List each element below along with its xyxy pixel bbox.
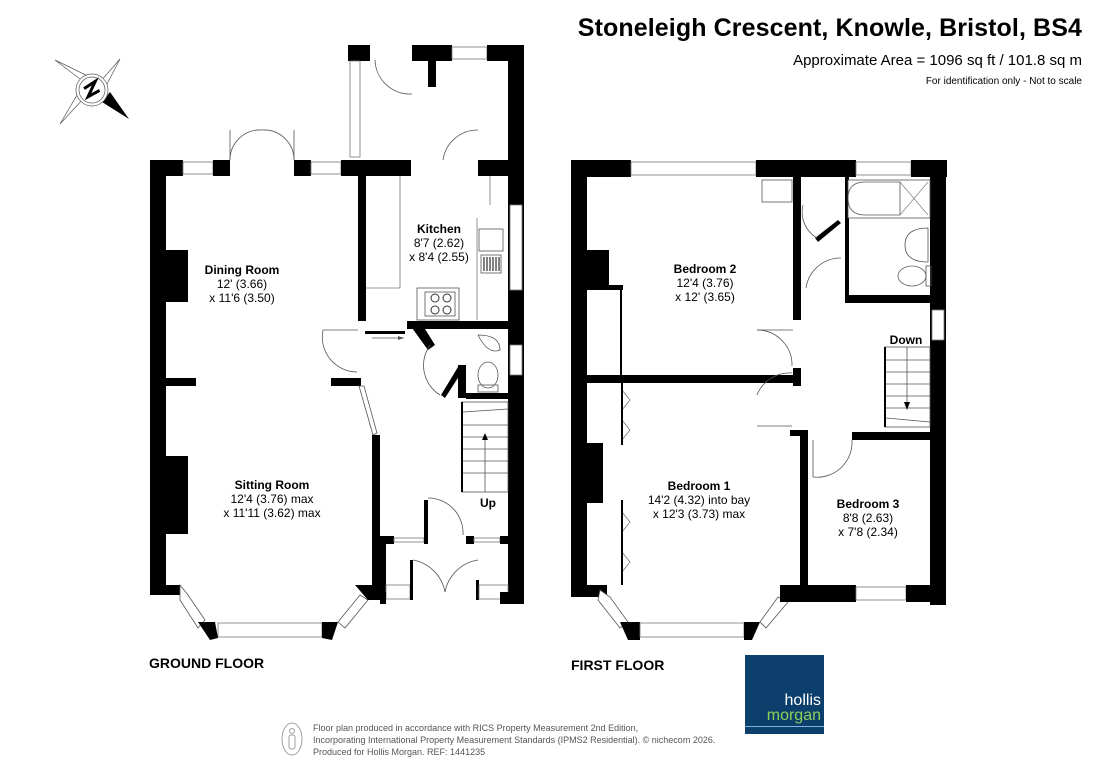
- logo-text-morgan: morgan: [766, 707, 821, 724]
- room-dim-sitting-2: x 11'11 (3.62) max: [223, 506, 320, 520]
- room-dim-bedroom1-1: 14'2 (4.32) into bay: [648, 493, 750, 507]
- ground-floor-plan: [150, 45, 524, 640]
- disclaimer-note: For identification only - Not to scale: [925, 76, 1082, 87]
- logo-underline: [745, 726, 824, 727]
- stairs-down-label: Down: [890, 333, 923, 347]
- room-dim-kitchen-1: 8'7 (2.62): [414, 236, 464, 250]
- property-title: Stoneleigh Crescent, Knowle, Bristol, BS…: [577, 14, 1082, 42]
- room-dim-bedroom2-1: 12'4 (3.76): [677, 276, 734, 290]
- approximate-area: Approximate Area = 1096 sq ft / 101.8 sq…: [793, 52, 1082, 69]
- room-name-bedroom3: Bedroom 3: [837, 497, 900, 511]
- room-dim-dining-1: 12' (3.66): [217, 277, 267, 291]
- footer-credits: Floor plan produced in accordance with R…: [313, 722, 715, 758]
- room-dim-bedroom2-2: x 12' (3.65): [675, 290, 735, 304]
- room-dim-bedroom3-1: 8'8 (2.63): [843, 511, 893, 525]
- room-name-kitchen: Kitchen: [417, 222, 461, 236]
- room-dim-sitting-1: 12'4 (3.76) max: [231, 492, 314, 506]
- stairs-up-label: Up: [480, 496, 496, 510]
- room-dim-bedroom1-2: x 12'3 (3.73) max: [653, 507, 745, 521]
- first-floor-label: FIRST FLOOR: [571, 657, 665, 673]
- footer-line-2: Incorporating International Property Mea…: [313, 735, 716, 745]
- hollis-morgan-logo: hollis morgan: [745, 655, 824, 734]
- room-name-sitting: Sitting Room: [235, 478, 310, 492]
- room-dim-bedroom3-2: x 7'8 (2.34): [838, 525, 898, 539]
- room-name-bedroom1: Bedroom 1: [668, 479, 731, 493]
- footer-line-1: Floor plan produced in accordance with R…: [313, 723, 639, 733]
- room-name-bedroom2: Bedroom 2: [674, 262, 737, 276]
- first-floor-plan: [571, 160, 947, 640]
- room-name-dining: Dining Room: [205, 263, 280, 277]
- ground-floor-label: GROUND FLOOR: [149, 655, 265, 671]
- room-dim-dining-2: x 11'6 (3.50): [209, 291, 274, 305]
- footer-line-3: Produced for Hollis Morgan. REF: 1441235: [313, 747, 486, 757]
- person-scale-icon: [281, 722, 303, 756]
- compass-rose-icon: [54, 58, 129, 125]
- logo-text-hollis: hollis: [784, 692, 821, 709]
- room-dim-kitchen-2: x 8'4 (2.55): [409, 250, 469, 264]
